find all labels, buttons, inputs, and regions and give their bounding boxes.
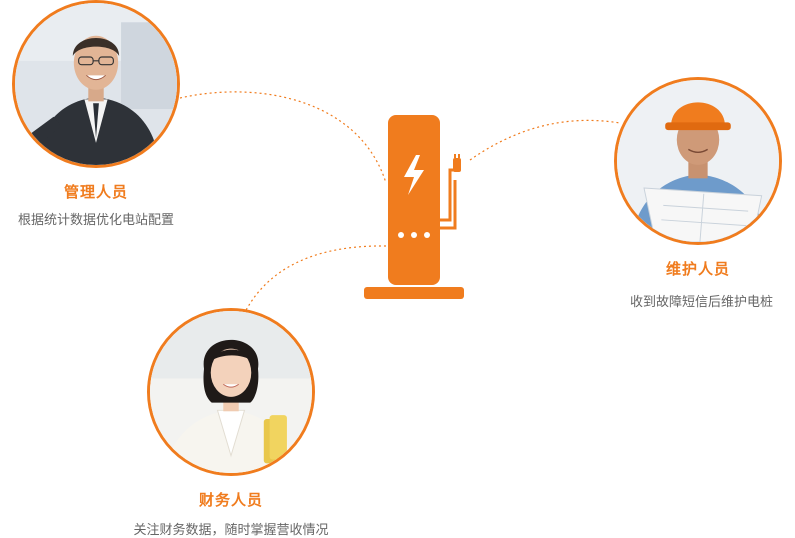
maintenance-description: 收到故障短信后维护电桩 — [629, 295, 773, 310]
manager-title: 管理人员 — [63, 183, 128, 201]
finance-title: 财务人员 — [198, 491, 263, 509]
manager-description: 根据统计数据优化电站配置 — [17, 213, 174, 228]
maintenance-title: 维护人员 — [665, 260, 730, 278]
manager-photo — [15, 3, 177, 165]
maintenance-photo — [617, 80, 779, 242]
connector-maintenance — [469, 119, 621, 161]
charging-station-icon — [364, 115, 464, 299]
maintenance-avatar — [614, 77, 782, 245]
finance-photo — [150, 311, 312, 473]
connector-manager — [179, 91, 387, 184]
finance-avatar — [147, 308, 315, 476]
manager-avatar — [12, 0, 180, 168]
finance-description: 关注财务数据，随时掌握营收情况 — [133, 523, 329, 538]
connector-finance — [244, 245, 387, 313]
